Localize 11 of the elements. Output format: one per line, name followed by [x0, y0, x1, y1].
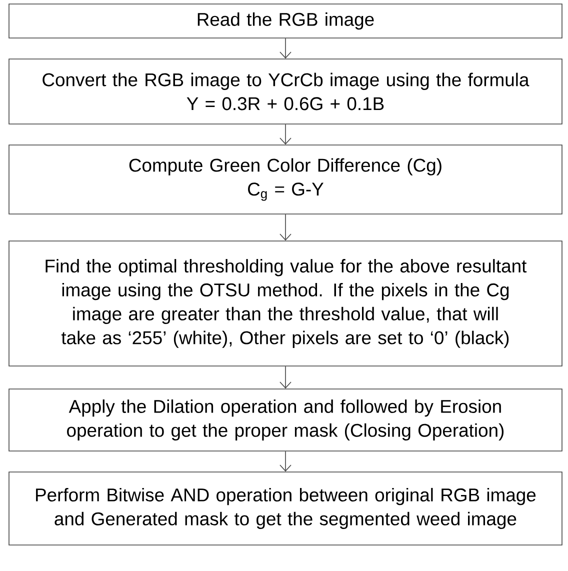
arrow: [280, 366, 292, 389]
process-box: Perform Bitwise AND operation between original RGB image and Generated mask to get the segmented weed image: [8, 472, 562, 546]
process-box: Find the optimal thresholding value for the above resultant image using the OTSU method. If the pixels in the Cg image are greater than the threshold value, that will take as ‘255’ (white), Other pixels are set to ‘0’ (black): [8, 240, 562, 366]
process-box: Convert the RGB image to YCrCb image using the formula Y = 0.3R + 0.6G + 0.1B: [8, 58, 562, 124]
process-box: Read the RGB image: [8, 4, 562, 38]
arrow: [280, 451, 292, 472]
arrow: [280, 214, 292, 241]
process-box: Apply the Dilation operation and followed by Erosion operation to get the proper mask (Closing Operation): [8, 388, 562, 452]
arrow: [280, 124, 292, 145]
process-box: Compute Green Color Difference (Cg) C$_{g}$ = G-Y: [8, 144, 562, 214]
arrow: [280, 38, 292, 59]
